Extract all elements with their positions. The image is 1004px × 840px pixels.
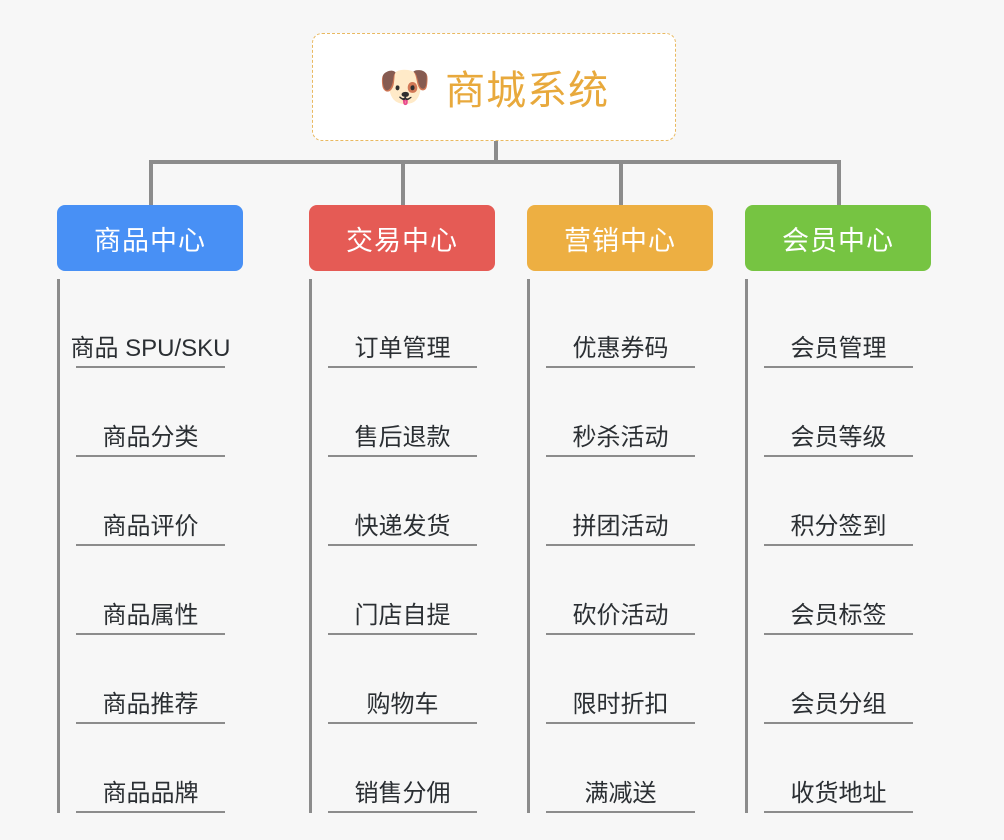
connector-root-stem <box>494 141 498 164</box>
branch-header-marketing[interactable]: 营销中心 <box>527 205 713 271</box>
branch-header-product[interactable]: 商品中心 <box>57 205 243 271</box>
branch-title: 会员中心 <box>782 225 894 256</box>
list-item-label: 拼团活动 <box>572 512 669 540</box>
list-item-label: 积分签到 <box>790 512 887 540</box>
list-item-label: 优惠券码 <box>572 334 669 362</box>
list-item[interactable]: 销售分佣 <box>328 724 477 813</box>
list-item-label: 门店自提 <box>354 601 451 629</box>
list-item[interactable]: 优惠券码 <box>546 279 695 368</box>
list-item[interactable]: 会员管理 <box>764 279 913 368</box>
list-item[interactable]: 会员标签 <box>764 546 913 635</box>
list-item[interactable]: 商品属性 <box>76 546 225 635</box>
list-item[interactable]: 积分签到 <box>764 457 913 546</box>
list-item[interactable]: 商品 SPU/SKU <box>70 279 231 368</box>
branch-items-trade: 订单管理 售后退款 快递发货 门店自提 购物车 销售分佣 <box>309 279 495 813</box>
list-item[interactable]: 满减送 <box>546 724 695 813</box>
branch-column-member: 会员中心 会员管理 会员等级 积分签到 会员标签 会员分组 收货地址 <box>745 205 931 813</box>
list-item-label: 收货地址 <box>790 779 887 807</box>
connector-drop-1 <box>149 160 153 206</box>
list-item-label: 商品 SPU/SKU <box>70 334 231 362</box>
list-item[interactable]: 会员分组 <box>764 635 913 724</box>
list-item-label: 商品评价 <box>102 512 199 540</box>
list-item-label: 商品品牌 <box>102 779 199 807</box>
branch-column-trade: 交易中心 订单管理 售后退款 快递发货 门店自提 购物车 销售分佣 <box>309 205 495 813</box>
list-item-label: 商品属性 <box>102 601 199 629</box>
connector-drop-3 <box>619 160 623 206</box>
list-item[interactable]: 砍价活动 <box>546 546 695 635</box>
list-item[interactable]: 拼团活动 <box>546 457 695 546</box>
branch-items-member: 会员管理 会员等级 积分签到 会员标签 会员分组 收货地址 <box>745 279 931 813</box>
branch-items-marketing: 优惠券码 秒杀活动 拼团活动 砍价活动 限时折扣 满减送 <box>527 279 713 813</box>
branch-title: 商品中心 <box>94 225 206 256</box>
list-item-label: 会员标签 <box>790 601 887 629</box>
list-item[interactable]: 订单管理 <box>328 279 477 368</box>
list-item-label: 会员管理 <box>790 334 887 362</box>
list-item-label: 满减送 <box>584 779 657 807</box>
branch-column-marketing: 营销中心 优惠券码 秒杀活动 拼团活动 砍价活动 限时折扣 满减送 <box>527 205 713 813</box>
list-item[interactable]: 商品推荐 <box>76 635 225 724</box>
list-item[interactable]: 购物车 <box>328 635 477 724</box>
list-item[interactable]: 商品分类 <box>76 368 225 457</box>
list-item-label: 会员等级 <box>790 423 887 451</box>
list-item[interactable]: 商品评价 <box>76 457 225 546</box>
list-item[interactable]: 限时折扣 <box>546 635 695 724</box>
branch-title: 交易中心 <box>346 225 458 256</box>
list-item-label: 商品分类 <box>102 423 199 451</box>
list-item-label: 快递发货 <box>354 512 451 540</box>
shiba-dog-face-icon: 🐶 <box>378 63 432 110</box>
list-item-label: 购物车 <box>366 690 439 718</box>
list-item[interactable]: 会员等级 <box>764 368 913 457</box>
branch-title: 营销中心 <box>564 225 676 256</box>
list-item-label: 订单管理 <box>354 334 451 362</box>
connector-drop-4 <box>837 160 841 206</box>
list-item-label: 售后退款 <box>354 423 451 451</box>
connector-horizontal-bus <box>149 160 840 164</box>
root-node[interactable]: 🐶 商城系统 <box>312 33 676 141</box>
branch-column-product: 商品中心 商品 SPU/SKU 商品分类 商品评价 商品属性 商品推荐 商品品牌 <box>57 205 243 813</box>
root-node-title: 商城系统 <box>445 69 610 113</box>
list-item[interactable]: 门店自提 <box>328 546 477 635</box>
list-item-label: 限时折扣 <box>572 690 669 718</box>
list-item[interactable]: 秒杀活动 <box>546 368 695 457</box>
list-item[interactable]: 商品品牌 <box>76 724 225 813</box>
connector-drop-2 <box>401 160 405 206</box>
branch-header-trade[interactable]: 交易中心 <box>309 205 495 271</box>
list-item[interactable]: 快递发货 <box>328 457 477 546</box>
list-item-label: 砍价活动 <box>572 601 669 629</box>
list-item-label: 销售分佣 <box>354 779 451 807</box>
list-item-label: 秒杀活动 <box>572 423 669 451</box>
list-item[interactable]: 售后退款 <box>328 368 477 457</box>
list-item[interactable]: 收货地址 <box>764 724 913 813</box>
branch-items-product: 商品 SPU/SKU 商品分类 商品评价 商品属性 商品推荐 商品品牌 <box>57 279 243 813</box>
list-item-label: 商品推荐 <box>102 690 199 718</box>
list-item-label: 会员分组 <box>790 690 887 718</box>
branch-header-member[interactable]: 会员中心 <box>745 205 931 271</box>
